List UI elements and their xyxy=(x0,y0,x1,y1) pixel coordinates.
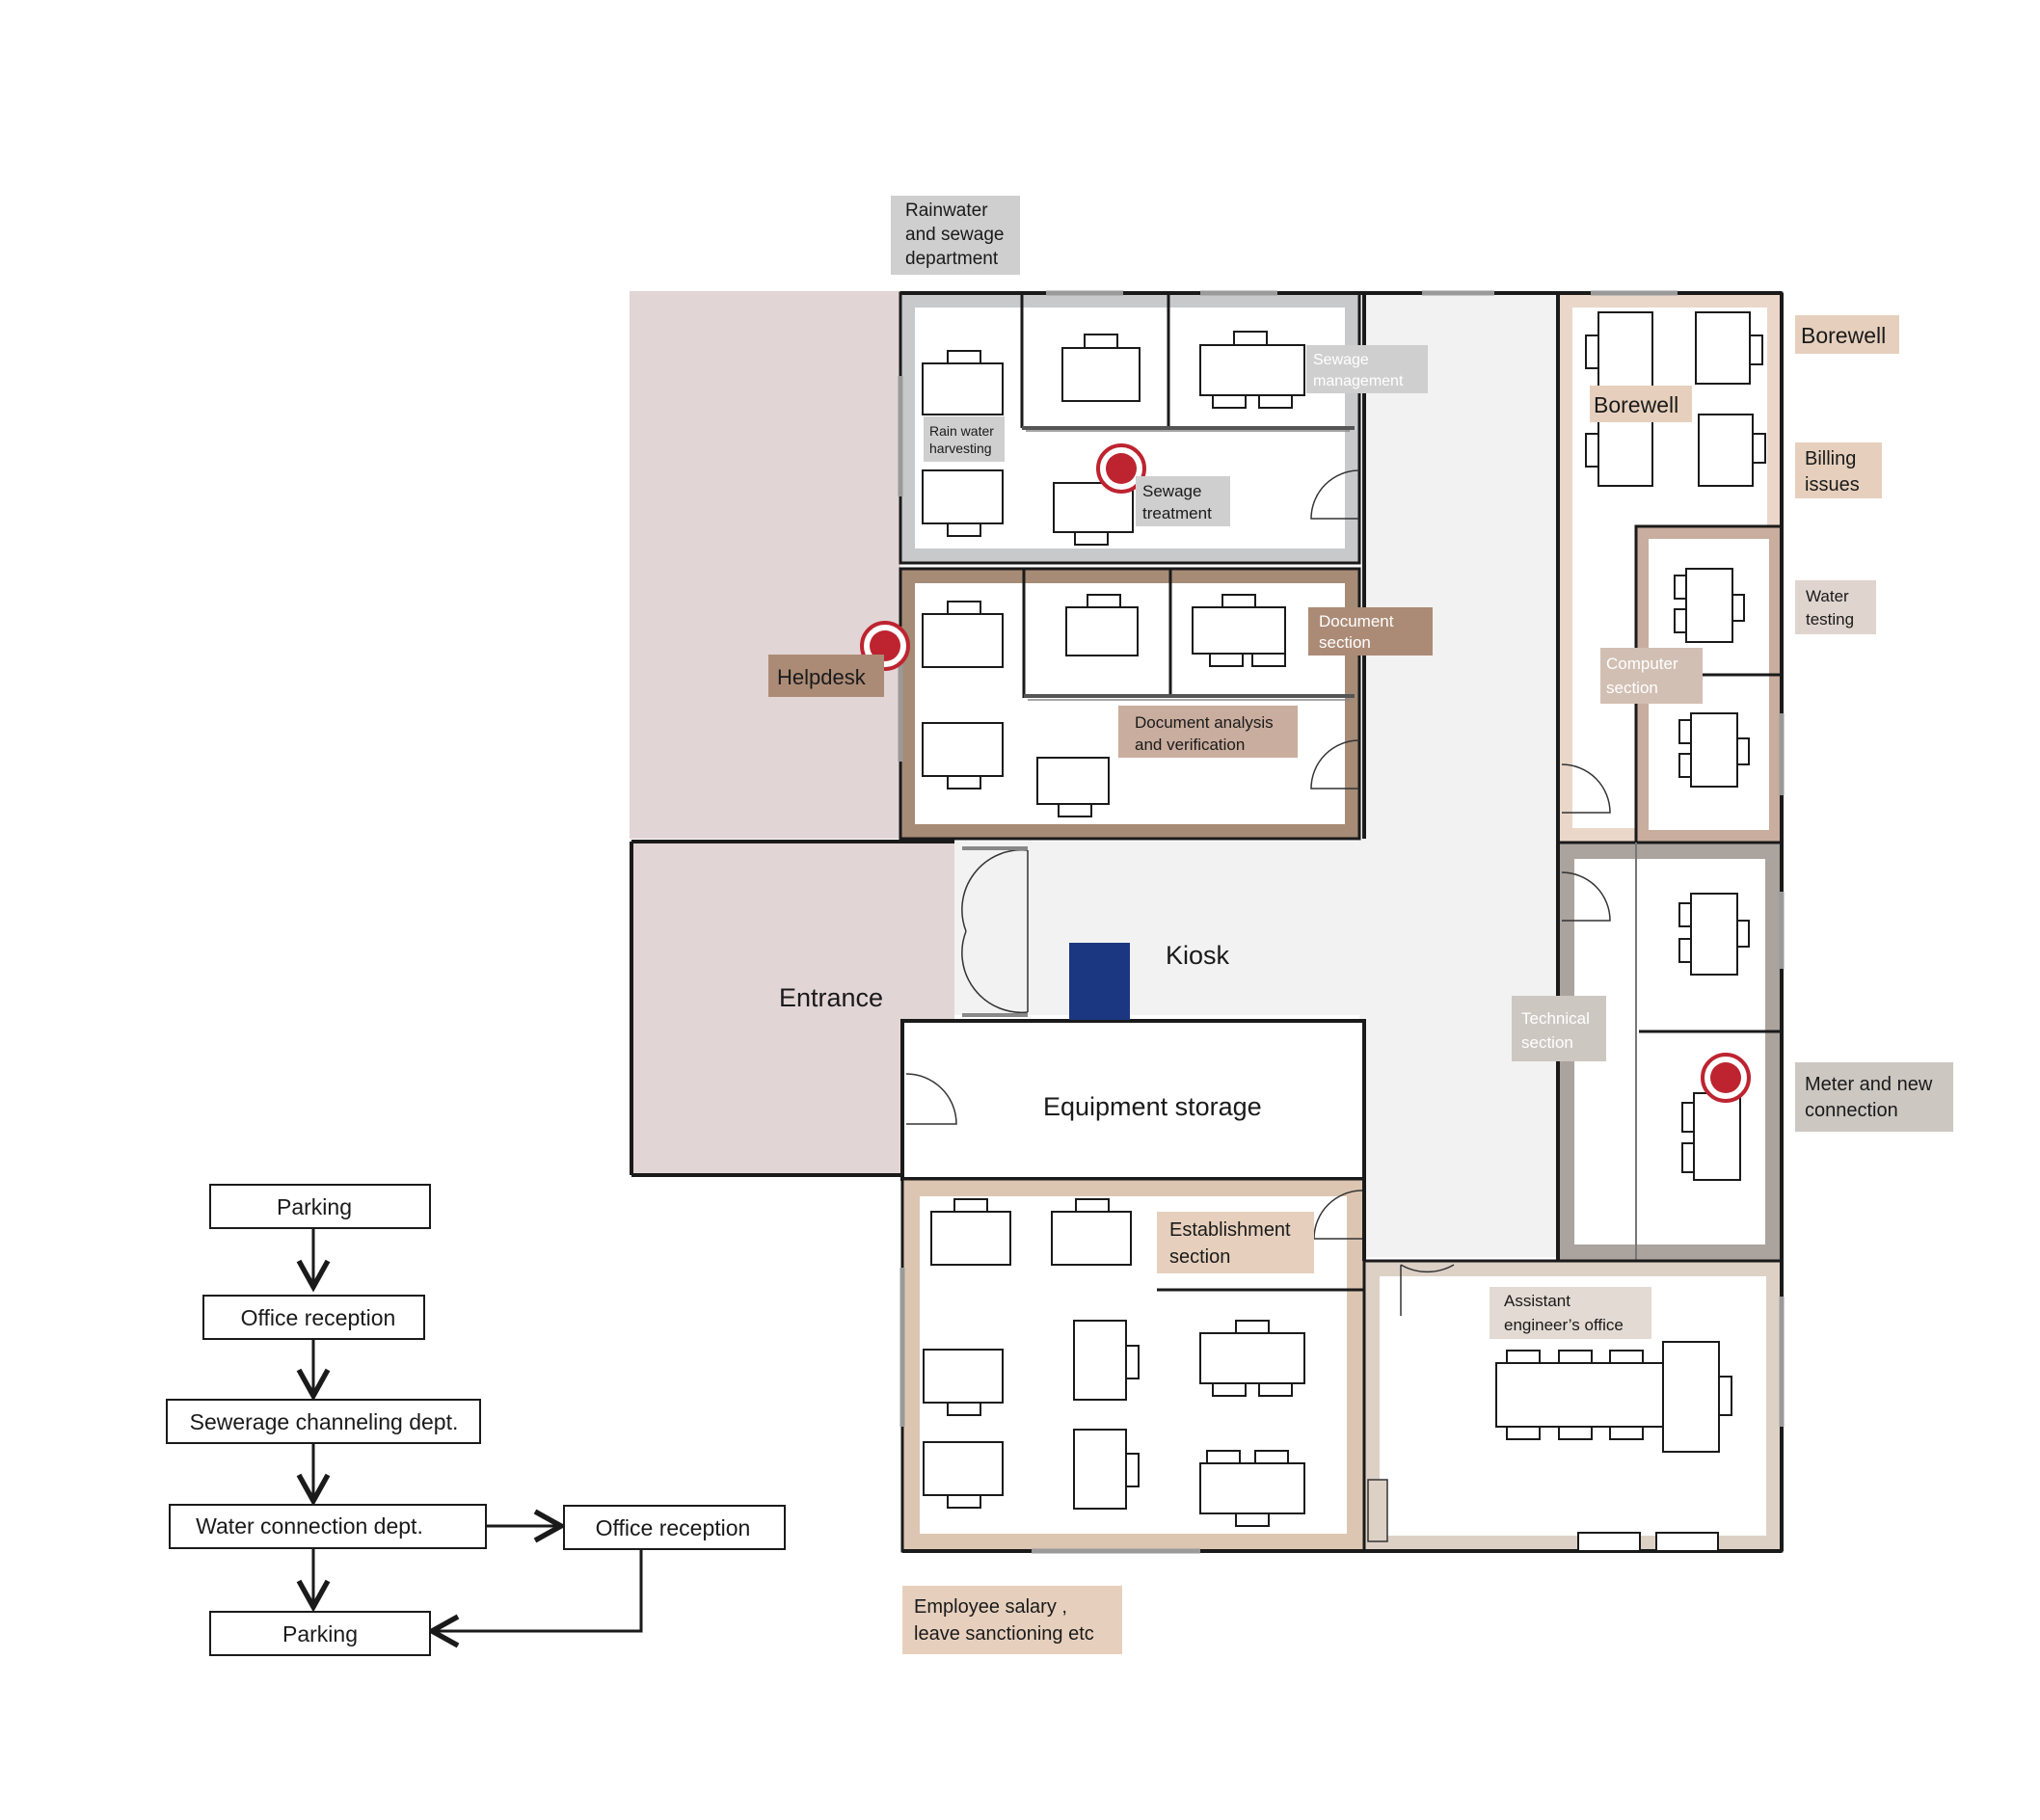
flow-box-sewerage-dept xyxy=(166,1399,481,1444)
svg-text:Employee salary ,leave sanctio: Employee salary ,leave sanctioning etc xyxy=(914,1596,1094,1645)
desk-icon xyxy=(923,1198,1305,1527)
label-borewell-inner: Borewell xyxy=(1590,386,1692,422)
flow-text-water-dept: Water connection dept. xyxy=(196,1513,423,1539)
label-employee-salary: Employee salary ,leave sanctioning etc xyxy=(902,1586,1122,1654)
svg-text:Helpdesk: Helpdesk xyxy=(777,665,867,689)
flow-box-office-reception-2 xyxy=(563,1505,786,1550)
desk-icon xyxy=(922,594,1286,817)
flow-text-office-reception: Office reception xyxy=(241,1305,396,1330)
label-entrance: Entrance xyxy=(779,983,883,1012)
windows xyxy=(898,290,1785,1554)
left-exterior-region xyxy=(630,291,900,839)
location-marker-icon[interactable] xyxy=(1701,1053,1751,1103)
desk-icon xyxy=(1495,1341,1732,1552)
flow-text-parking-end: Parking xyxy=(282,1621,358,1646)
equipment-storage-block xyxy=(900,1019,1366,1181)
flow-text-sewerage-dept: Sewerage channeling dept. xyxy=(190,1409,459,1434)
entrance-lobby xyxy=(954,842,1359,1015)
label-kiosk: Kiosk xyxy=(1166,941,1230,970)
flow-text-parking-start: Parking xyxy=(277,1194,352,1219)
kiosk-block[interactable] xyxy=(1069,943,1130,1020)
flow-box-water-dept xyxy=(169,1504,487,1549)
location-marker-icon[interactable] xyxy=(1096,443,1146,494)
flow-box-parking-start xyxy=(209,1184,431,1229)
flow-text-office-reception-2: Office reception xyxy=(596,1515,751,1540)
desk-icon xyxy=(1585,311,1766,487)
desk-icon xyxy=(1674,568,1750,1181)
label-equipment-storage: Equipment storage xyxy=(1043,1092,1262,1121)
flow-box-office-reception xyxy=(202,1295,425,1340)
flow-box-parking-end xyxy=(209,1611,431,1656)
svg-text:Borewell: Borewell xyxy=(1801,323,1886,348)
flowchart: Parking Office reception Sewerage channe… xyxy=(166,1184,786,1656)
label-helpdesk: Helpdesk xyxy=(768,655,884,697)
door-swing-icon[interactable] xyxy=(905,469,1611,1316)
label-borewell-outer: Borewell xyxy=(1795,315,1899,354)
central-corridor xyxy=(1359,293,1558,1257)
svg-text:Borewell: Borewell xyxy=(1594,392,1678,417)
